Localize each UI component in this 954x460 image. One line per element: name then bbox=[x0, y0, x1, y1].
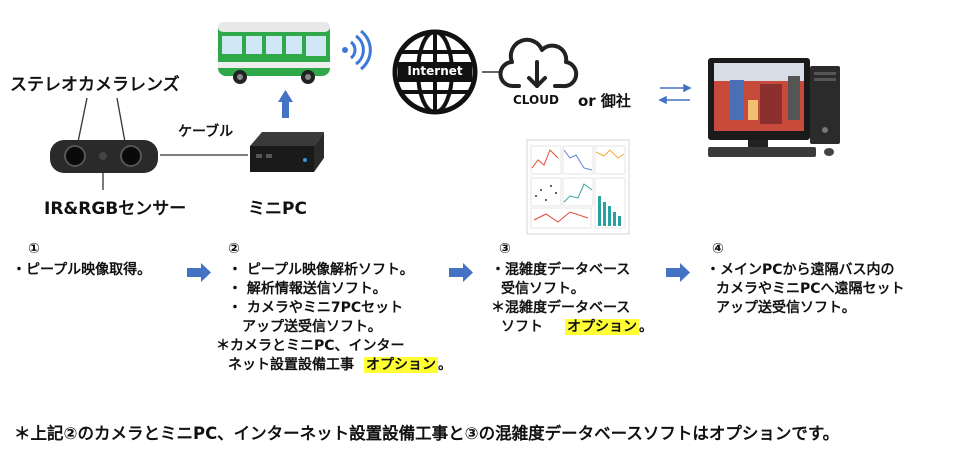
sync-arrows bbox=[658, 83, 692, 105]
step-arrow-3 bbox=[666, 263, 690, 282]
or-company-label: or 御社 bbox=[578, 92, 631, 110]
bus-icon bbox=[218, 22, 330, 84]
step-line: ・ 解析情報送信ソフト。 bbox=[228, 281, 387, 297]
option-badge: オプション bbox=[565, 319, 639, 335]
option-note: ネット設置設備工事 bbox=[228, 357, 354, 373]
step-line: アップ送受信ソフト。 bbox=[228, 319, 382, 335]
mini-pc-label: ミニPC bbox=[248, 199, 307, 219]
footnote: ＊上記②のカメラとミニPC、インターネット設置設備工事と③の混雑度データベースソ… bbox=[14, 424, 840, 443]
step-line: ・ カメラやミニ7PCセット bbox=[228, 300, 404, 316]
option-suffix: 。 bbox=[639, 319, 653, 335]
step-line: 受信ソフト。 bbox=[501, 281, 585, 297]
step-number: ① bbox=[28, 241, 40, 257]
step-2: ② ・ ピープル映像解析ソフト。 ・ 解析情報送信ソフト。 ・ カメラやミニ7P… bbox=[216, 240, 452, 375]
step-3: ③ ・混雑度データベース 受信ソフト。 ＊混雑度データベース ソフト オプション。 bbox=[491, 240, 653, 337]
option-note: ソフト bbox=[501, 319, 543, 335]
step-line: ・メインPCから遠隔バス内の bbox=[706, 262, 895, 278]
desktop-computer-icon bbox=[708, 58, 840, 157]
cloud-label: CLOUD bbox=[513, 93, 559, 107]
stereo-lens-label: ステレオカメラレンズ bbox=[10, 75, 180, 95]
ir-rgb-sensor-label: IR&RGBセンサー bbox=[44, 199, 187, 219]
step-line: ・ ピープル映像解析ソフト。 bbox=[228, 262, 414, 278]
option-note: ＊カメラとミニPC、インター bbox=[216, 338, 405, 354]
step-1: ① ・ピープル映像取得。 bbox=[12, 240, 151, 280]
mini-pc-icon bbox=[250, 132, 324, 172]
option-note: ＊混雑度データベース bbox=[491, 300, 631, 316]
globe-icon bbox=[392, 29, 478, 115]
step-number: ④ bbox=[712, 241, 724, 257]
cable-label: ケーブル bbox=[178, 124, 234, 140]
internet-label: Internet bbox=[407, 64, 463, 78]
stereo-camera-icon bbox=[50, 140, 158, 173]
step-arrow-1 bbox=[187, 263, 211, 282]
step-line: ・混雑度データベース bbox=[491, 262, 631, 278]
chart-thumbnail bbox=[526, 139, 630, 235]
step-number: ② bbox=[228, 241, 240, 257]
up-arrow bbox=[278, 90, 293, 118]
step-line: アップ送受信ソフト。 bbox=[716, 300, 856, 316]
pointer-line bbox=[116, 97, 126, 143]
option-suffix: 。 bbox=[438, 357, 452, 373]
wifi-signal-icon bbox=[342, 29, 372, 71]
step-line: ・ピープル映像取得。 bbox=[12, 262, 152, 278]
step-arrow-2 bbox=[449, 263, 473, 282]
pointer-line bbox=[77, 97, 88, 143]
step-4: ④ ・メインPCから遠隔バス内の カメラやミニPCへ遠隔セット アップ送受信ソフ… bbox=[706, 240, 905, 318]
step-number: ③ bbox=[499, 241, 511, 257]
option-badge: オプション bbox=[364, 357, 438, 373]
cloud-download-icon bbox=[498, 37, 579, 89]
step-line: カメラやミニPCへ遠隔セット bbox=[716, 281, 905, 297]
